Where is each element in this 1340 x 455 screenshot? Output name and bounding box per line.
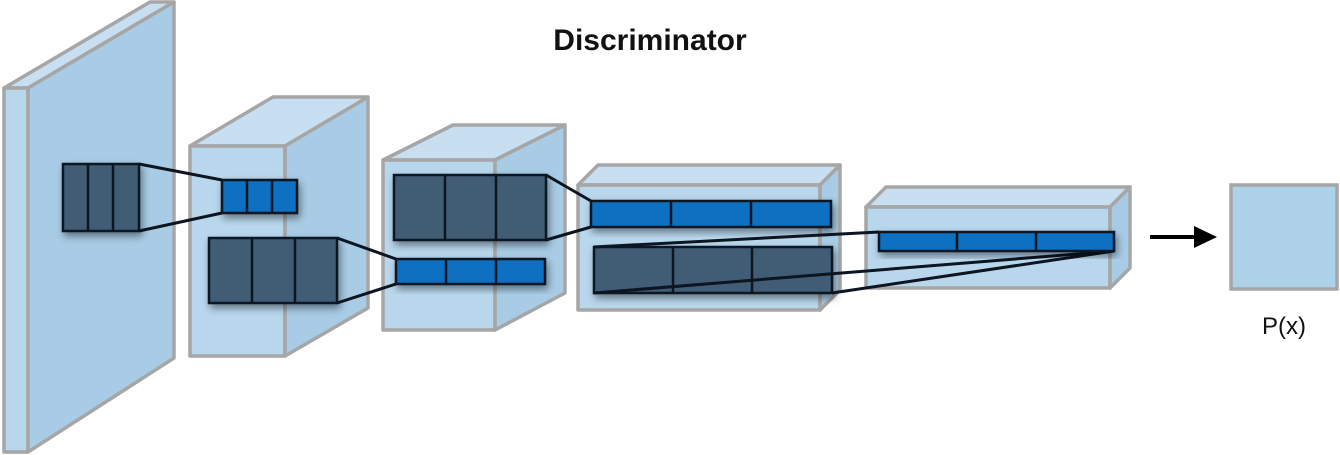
- kernel-b: [207, 236, 547, 305]
- output-label: P(x): [1262, 313, 1306, 340]
- kernel-a: [61, 162, 299, 233]
- kernel-d: [592, 230, 1116, 295]
- diagram-title: Discriminator: [553, 24, 747, 57]
- conv-volume-1: [188, 95, 370, 358]
- right-arrow-icon: [1150, 226, 1217, 248]
- output-box: [1229, 183, 1339, 291]
- kernel-c: [392, 173, 833, 242]
